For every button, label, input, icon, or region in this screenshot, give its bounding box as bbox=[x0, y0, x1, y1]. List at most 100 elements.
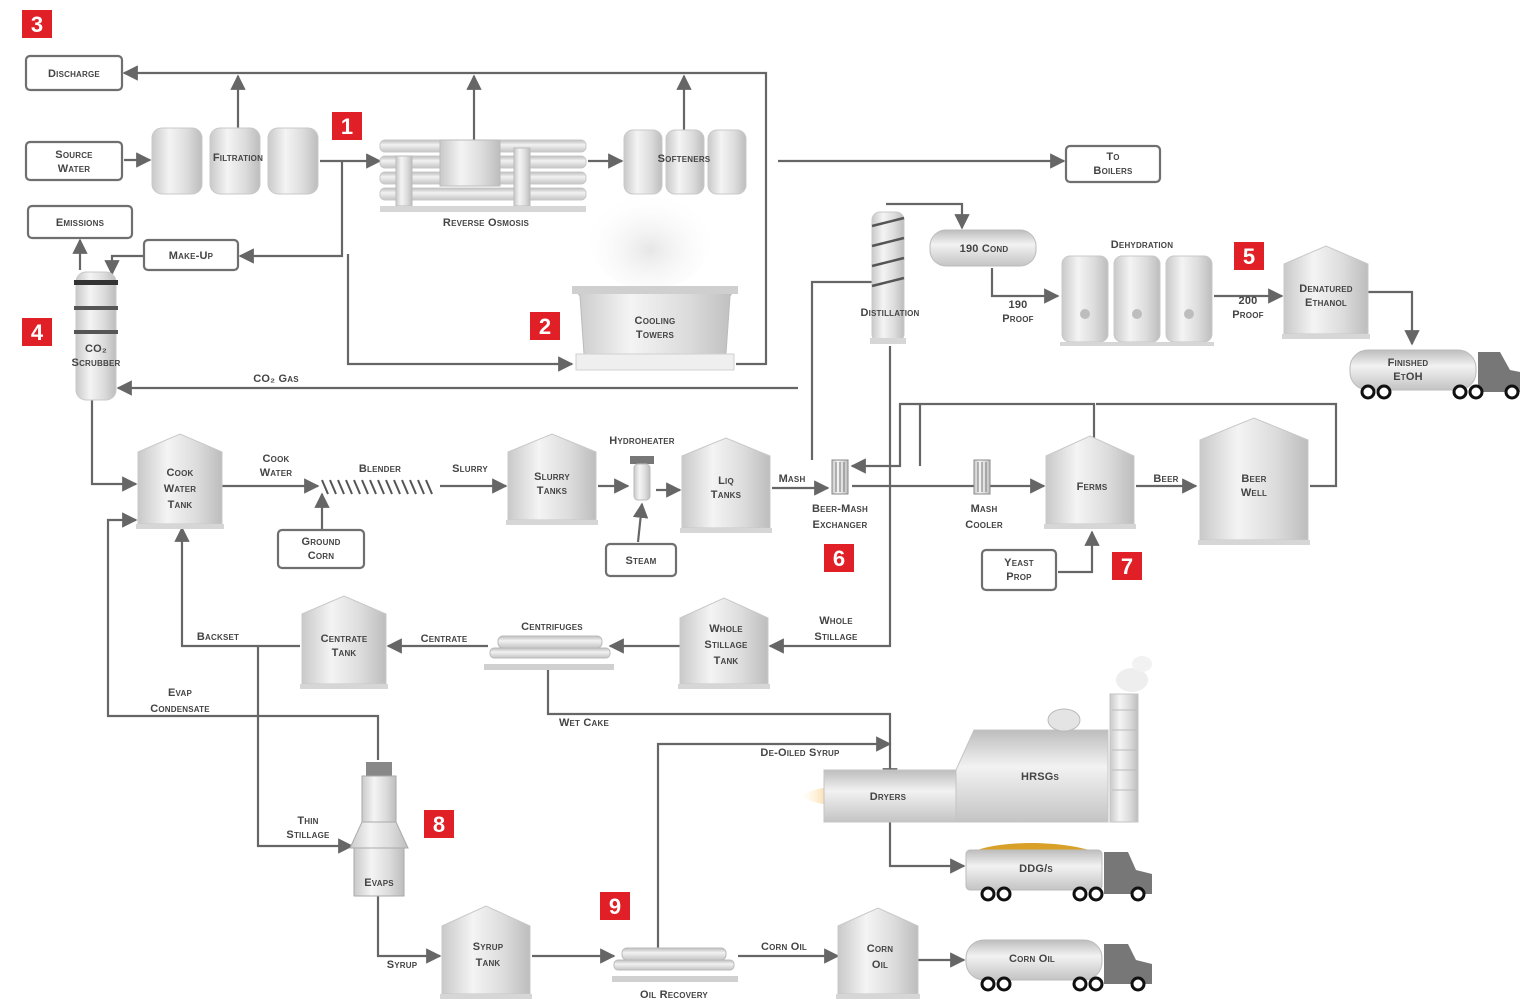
distillation-column: Distillation bbox=[860, 211, 919, 344]
source-water-label: Source bbox=[55, 149, 93, 161]
cond-190-label: 190 Cond bbox=[960, 243, 1009, 255]
whole-stillage-tank-label: Stillage bbox=[704, 639, 748, 651]
evap-condensate-stream-label: Condensate bbox=[150, 703, 210, 715]
oil-recovery-unit: Oil Recovery bbox=[612, 947, 738, 1001]
centrifuges-unit: Centrifuges bbox=[484, 621, 614, 670]
badge-2-number: 2 bbox=[539, 314, 551, 339]
badge-8: 8 bbox=[424, 810, 454, 838]
ground-corn-box: Ground Corn bbox=[276, 528, 366, 570]
centrate-tank-label: Centrate bbox=[321, 633, 368, 645]
liq-tanks: Liq Tanks bbox=[680, 437, 772, 533]
cook-water-tank-label: Water bbox=[164, 483, 197, 495]
cook-water-tank-label: Tank bbox=[168, 499, 193, 511]
proof-190-label: Proof bbox=[1002, 313, 1033, 325]
backset-stream-label: Backset bbox=[197, 631, 239, 643]
ferms-label: Ferms bbox=[1077, 481, 1108, 493]
reverse-osmosis-label: Reverse Osmosis bbox=[443, 217, 530, 229]
cook-water-tank: Cook Water Tank bbox=[136, 433, 224, 529]
ground-corn-label: Ground bbox=[301, 536, 340, 548]
mash-cooler-label: Mash bbox=[971, 503, 998, 515]
badge-5-number: 5 bbox=[1243, 244, 1255, 269]
source-water-label: Water bbox=[58, 163, 91, 175]
de-oiled-syrup-stream-label: De-Oiled Syrup bbox=[760, 747, 840, 759]
syrup-stream-label: Syrup bbox=[387, 959, 418, 971]
ddgs-truck-label: DDG/s bbox=[1019, 863, 1053, 875]
beer-well-tank: Beer Well bbox=[1198, 417, 1310, 545]
mash-cooler-label: Cooler bbox=[965, 519, 1003, 531]
beer-mash-exchanger-label: Exchanger bbox=[813, 519, 868, 531]
blender-unit: Blender bbox=[321, 463, 433, 495]
badge-7: 7 bbox=[1112, 552, 1142, 580]
whole-stillage-stream: Whole Stillage bbox=[814, 615, 857, 643]
beer-stream-label: Beer bbox=[1153, 473, 1178, 485]
flow-lines bbox=[72, 65, 1420, 968]
finished-etoh-label: EtOH bbox=[1393, 371, 1423, 383]
beer-well-label: Beer bbox=[1241, 473, 1266, 485]
corn-oil-tank-label: Corn bbox=[867, 943, 894, 955]
steam-label: Steam bbox=[625, 555, 656, 567]
softeners-unit: Softeners bbox=[623, 129, 747, 195]
blender-label: Blender bbox=[359, 463, 401, 475]
to-boilers-label: To bbox=[1106, 151, 1119, 163]
badge-4: 4 bbox=[22, 318, 52, 346]
finished-etoh-truck: Finished EtOH bbox=[1349, 349, 1520, 400]
corn-oil-truck-label: Corn Oil bbox=[1009, 953, 1055, 965]
centrate-tank: Centrate Tank bbox=[300, 595, 388, 689]
finished-etoh-label: Finished bbox=[1388, 357, 1429, 369]
whole-stillage-tank-label: Tank bbox=[714, 655, 739, 667]
denatured-ethanol-label: Denatured bbox=[1299, 283, 1353, 295]
liq-tanks-label: Tanks bbox=[711, 489, 742, 501]
co2-gas-stream-label: CO₂ Gas bbox=[253, 373, 299, 385]
corn-oil-tank-label: Oil bbox=[872, 959, 888, 971]
proof-190-label: 190 bbox=[1009, 299, 1028, 311]
discharge-box: Discharge bbox=[24, 54, 124, 92]
yeast-prop-label: Yeast bbox=[1004, 557, 1034, 569]
proof-190-label-group: 190 Proof bbox=[1002, 299, 1033, 325]
ddgs-truck: DDG/s bbox=[965, 843, 1152, 902]
mash-cooler: Mash Cooler bbox=[965, 459, 1003, 531]
to-boilers-label: Boilers bbox=[1093, 165, 1133, 177]
badge-3-number: 3 bbox=[31, 12, 43, 37]
evap-condensate-stream: Evap Condensate bbox=[150, 687, 210, 715]
denatured-ethanol-label: Ethanol bbox=[1305, 297, 1347, 309]
badge-1: 1 bbox=[332, 112, 362, 140]
steam-box: Steam bbox=[604, 542, 678, 578]
badge-3: 3 bbox=[22, 10, 52, 38]
co2-scrubber-label: Scrubber bbox=[72, 357, 121, 369]
centrate-stream-label: Centrate bbox=[421, 633, 468, 645]
centrifuges-label: Centrifuges bbox=[521, 621, 583, 633]
evap-condensate-stream-label: Evap bbox=[168, 687, 192, 699]
cooling-towers-unit: Cooling Towers bbox=[572, 190, 738, 371]
cook-water-stream: Cook Water bbox=[260, 453, 293, 479]
evaps-label: Evaps bbox=[364, 877, 394, 889]
badge-9: 9 bbox=[600, 892, 630, 920]
thin-stillage-stream: Thin Stillage bbox=[286, 815, 330, 841]
syrup-tank-label: Syrup bbox=[473, 941, 504, 953]
hrsgs-label: HRSGs bbox=[1021, 771, 1060, 783]
yeast-prop-label: Prop bbox=[1006, 571, 1032, 583]
badge-7-number: 7 bbox=[1121, 554, 1133, 579]
slurry-tanks-label: Slurry bbox=[534, 471, 570, 483]
hydroheater-unit: Hydroheater bbox=[609, 435, 675, 501]
badge-6: 6 bbox=[824, 544, 854, 572]
wet-cake-stream-label: Wet Cake bbox=[559, 717, 610, 729]
badge-9-number: 9 bbox=[609, 894, 621, 919]
cook-water-stream-label: Water bbox=[260, 467, 293, 479]
badge-2: 2 bbox=[530, 312, 560, 340]
whole-stillage-stream-label: Whole bbox=[819, 615, 853, 627]
badge-6-number: 6 bbox=[833, 546, 845, 571]
badge-1-number: 1 bbox=[341, 114, 353, 139]
proof-200-label-group: 200 Proof bbox=[1232, 295, 1263, 321]
emissions-box: Emissions bbox=[26, 204, 134, 240]
syrup-tank-label: Tank bbox=[476, 957, 501, 969]
liq-tanks-label: Liq bbox=[718, 475, 734, 487]
cook-water-tank-label: Cook bbox=[167, 467, 194, 479]
reverse-osmosis-unit: Reverse Osmosis bbox=[379, 139, 587, 229]
centrate-tank-label: Tank bbox=[332, 647, 357, 659]
source-water-box: Source Water bbox=[24, 140, 124, 182]
badge-8-number: 8 bbox=[433, 812, 445, 837]
corn-oil-tank: Corn Oil bbox=[836, 907, 920, 999]
thin-stillage-stream-label: Stillage bbox=[286, 829, 330, 841]
cond-190-vessel: 190 Cond bbox=[929, 229, 1037, 267]
evaps-unit: Evaps bbox=[349, 762, 409, 897]
